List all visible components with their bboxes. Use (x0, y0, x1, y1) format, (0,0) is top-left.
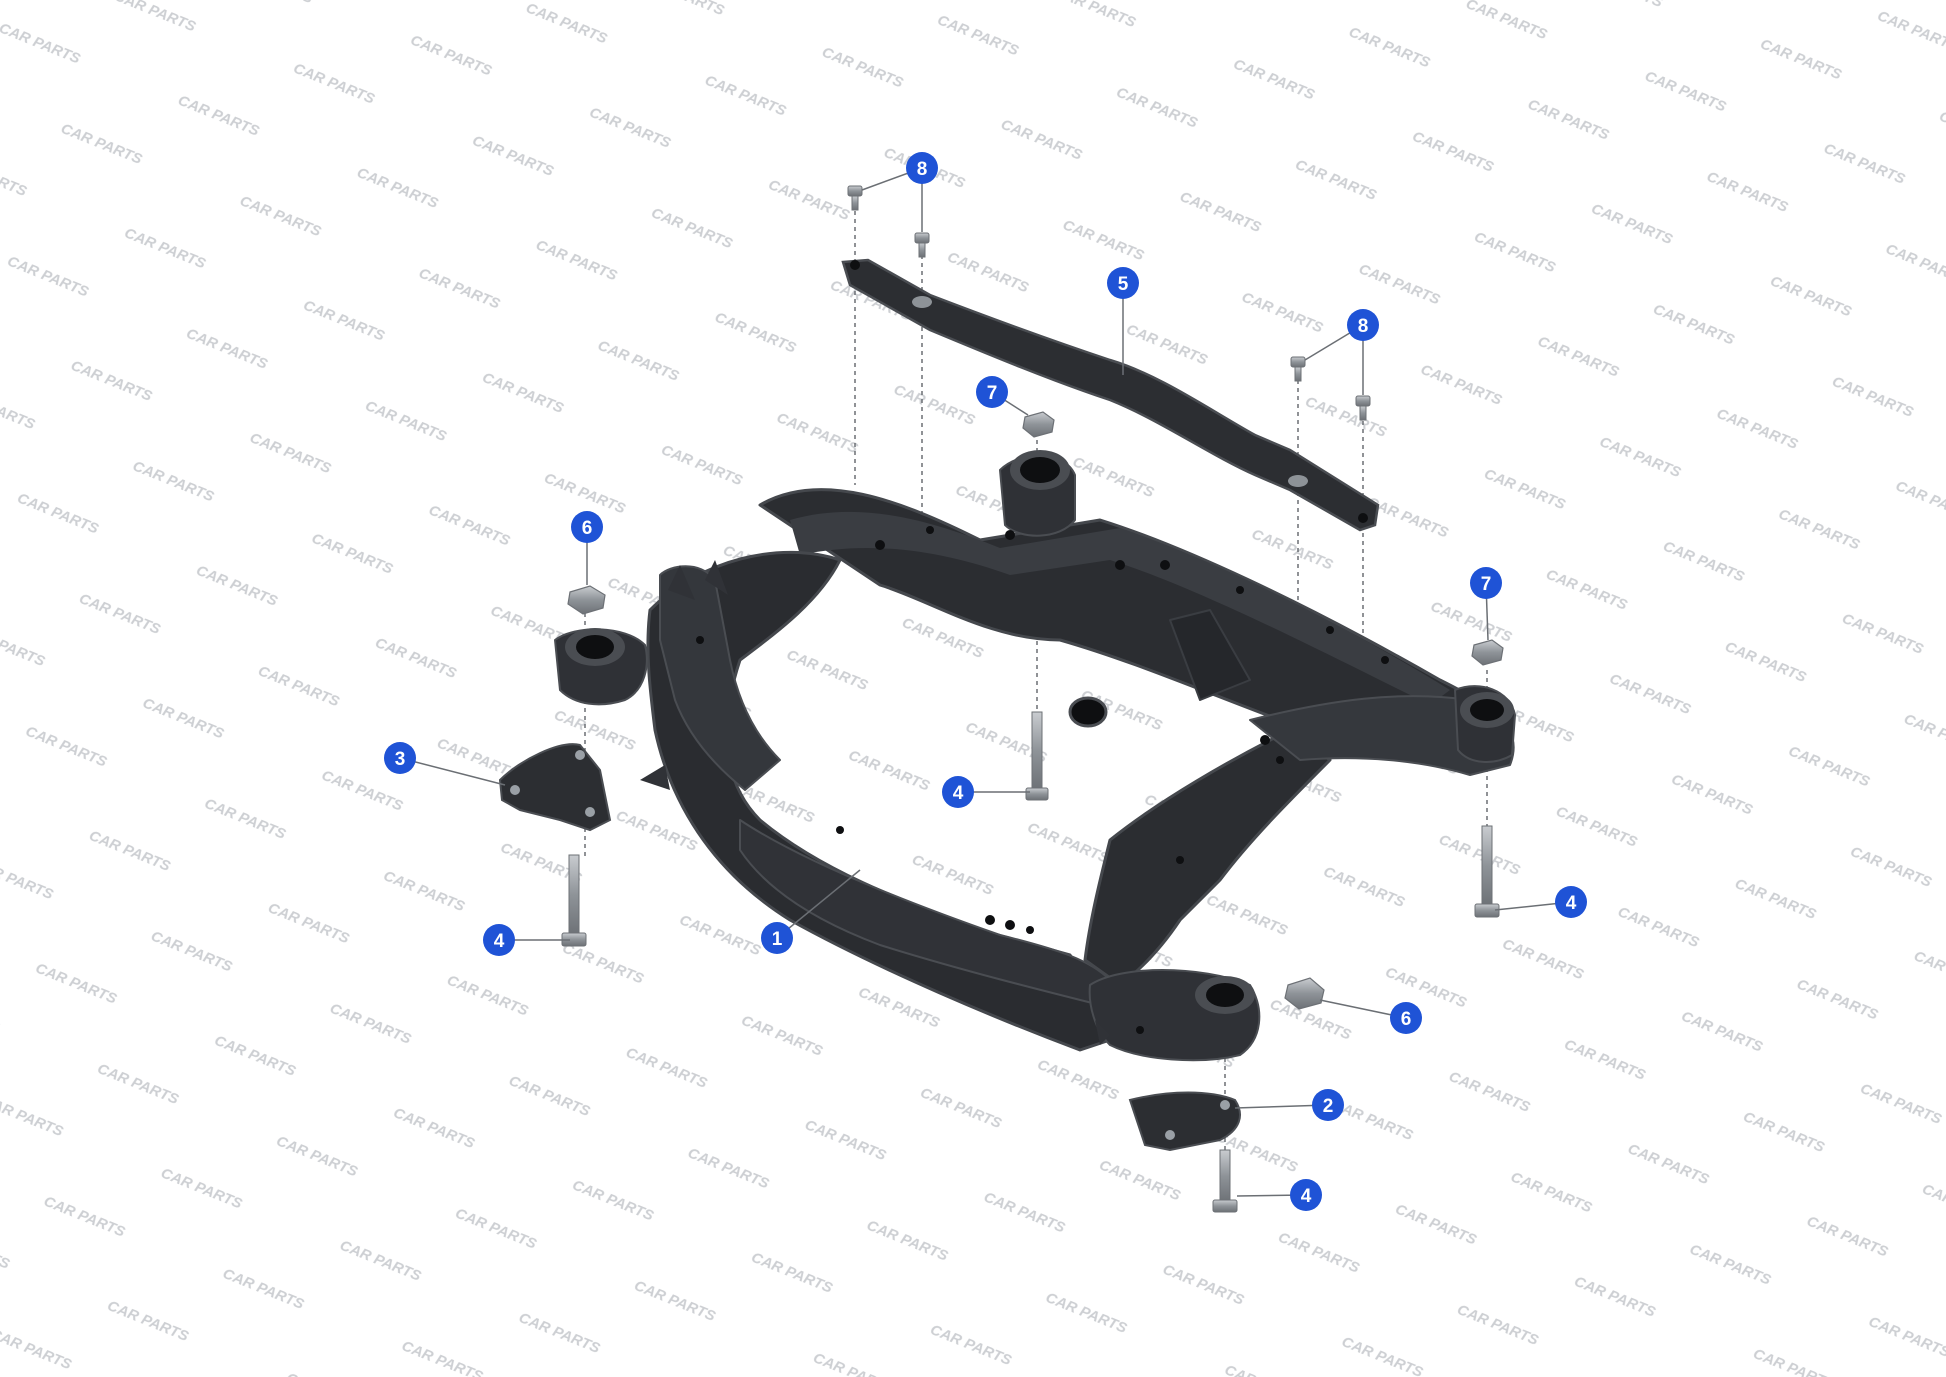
nuts (567, 411, 1504, 1010)
callout-6: 6 (1390, 1002, 1422, 1034)
callout-5: 5 (1107, 267, 1139, 299)
callout-marker (1107, 267, 1139, 299)
bushing-left (565, 628, 625, 666)
callout-marker (1390, 1002, 1422, 1034)
small-bolt-4 (1355, 395, 1371, 421)
long-bolt-center (1025, 711, 1049, 801)
callout-number: 4 (494, 931, 505, 952)
callout-marker (571, 511, 603, 543)
callout-8: 8 (1347, 309, 1379, 341)
callout-marker (1347, 309, 1379, 341)
bushing-top (1010, 450, 1070, 490)
bushing-center (1068, 696, 1108, 728)
callout-8: 8 (906, 152, 938, 184)
part-callouts: 8 5 8 7 6 7 3 4 1 4 4 6 2 4 (384, 152, 1587, 1211)
callout-marker (1312, 1089, 1344, 1121)
nut-7-top (1022, 411, 1055, 438)
callout-marker (1290, 1179, 1322, 1211)
nut-6-front (1284, 977, 1325, 1010)
callout-4: 4 (483, 924, 515, 956)
callout-number: 4 (953, 783, 964, 804)
callout-6: 6 (571, 511, 603, 543)
callout-marker (906, 152, 938, 184)
long-bolt-right (1474, 825, 1500, 918)
bushing-front (1195, 976, 1255, 1014)
mount-plate-front (1128, 1091, 1241, 1152)
callout-number: 2 (1323, 1096, 1334, 1117)
callout-number: 4 (1301, 1186, 1312, 1207)
callout-3: 3 (384, 742, 416, 774)
callout-number: 4 (1566, 893, 1577, 914)
callout-7: 7 (1470, 567, 1502, 599)
frame-holes (696, 526, 1389, 1034)
callout-marker (761, 922, 793, 954)
small-bolt-3 (1290, 356, 1306, 382)
callout-4: 4 (942, 776, 974, 808)
callout-4: 4 (1555, 886, 1587, 918)
callout-2: 2 (1312, 1089, 1344, 1121)
callout-4: 4 (1290, 1179, 1322, 1211)
nut-6-left (567, 585, 606, 615)
callout-marker (976, 376, 1008, 408)
callout-number: 8 (917, 159, 928, 180)
callout-number: 7 (1481, 574, 1492, 595)
callout-number: 1 (772, 929, 783, 950)
callout-number: 6 (582, 518, 593, 539)
upper-tie-bar (841, 258, 1380, 532)
mount-plate-left (498, 743, 612, 832)
callout-marker (1470, 567, 1502, 599)
callout-number: 3 (395, 749, 406, 770)
bushing-right (1460, 692, 1514, 728)
long-bolts (561, 711, 1500, 1213)
front-subframe (554, 450, 1516, 1062)
callout-marker (942, 776, 974, 808)
small-bolt-1 (847, 185, 863, 211)
small-bolts (847, 185, 1371, 421)
long-bolt-front (1212, 1149, 1238, 1213)
callout-1: 1 (761, 922, 793, 954)
callout-number: 8 (1358, 316, 1369, 337)
callout-marker (1555, 886, 1587, 918)
long-bolt-left (561, 854, 587, 947)
callout-marker (384, 742, 416, 774)
callout-number: 7 (987, 383, 998, 404)
nut-7-right (1471, 639, 1504, 666)
callout-number: 5 (1118, 274, 1129, 295)
small-bolt-2 (914, 232, 930, 258)
callout-7: 7 (976, 376, 1008, 408)
callout-marker (483, 924, 515, 956)
callout-number: 6 (1401, 1009, 1412, 1030)
